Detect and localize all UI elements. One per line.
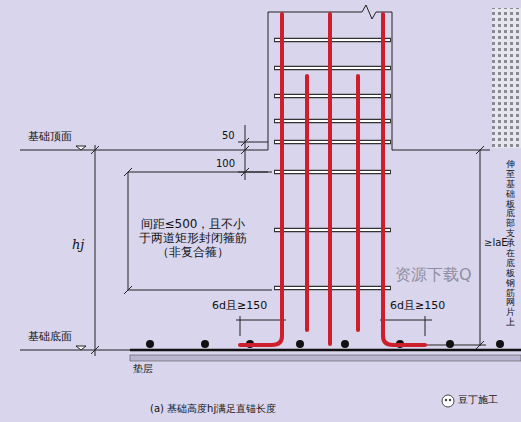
mesh-bar (496, 340, 504, 348)
qr-code (492, 8, 521, 148)
stirrup (274, 142, 391, 143)
spacing-bracket (124, 168, 272, 294)
stirrup (274, 40, 391, 41)
watermark: 资源下载Q (395, 266, 472, 284)
mesh-bar (446, 340, 454, 348)
hook-dimension-label: 6d且≥150 (390, 300, 445, 313)
blinding-label: 垫层 (133, 363, 153, 375)
stirrup (274, 288, 391, 289)
anchorage-note: 伸至基础板底部支承在底板钢筋网片上 (506, 160, 515, 328)
mesh-bar (296, 340, 304, 348)
hook-dimension (236, 316, 432, 336)
level-label: 基础底面 (28, 331, 72, 344)
spacing-note: 间距≤500，且不小 于两道矩形封闭箍筋 （非复合箍） (134, 218, 252, 259)
height-symbol: hj (72, 238, 84, 253)
stirrups (274, 40, 391, 288)
stirrup (274, 230, 391, 231)
figure-caption: (a) 基础高度hj满足直锚长度 (150, 403, 276, 415)
watermark-brand: 豆丁施工 (458, 394, 498, 406)
level-label: 基础顶面 (28, 131, 72, 144)
height-dimension (91, 145, 99, 356)
column-rebars (240, 14, 425, 345)
anchorage-label: ≥laE (483, 237, 509, 249)
dimension-value: 100 (216, 158, 235, 170)
mesh-bar (341, 340, 349, 348)
stirrup (274, 172, 391, 173)
hook-dimension-label: 6d且≥150 (212, 300, 267, 313)
bottom-mesh (130, 340, 521, 361)
mesh-bar (146, 340, 154, 348)
stirrup (274, 96, 391, 97)
mesh-bar (201, 340, 209, 348)
level-lines (20, 146, 490, 350)
dimension-value: 50 (222, 130, 235, 142)
anchorage-dimension (392, 146, 486, 349)
stirrup (274, 68, 391, 69)
stirrup (274, 121, 391, 122)
logo (442, 395, 454, 407)
